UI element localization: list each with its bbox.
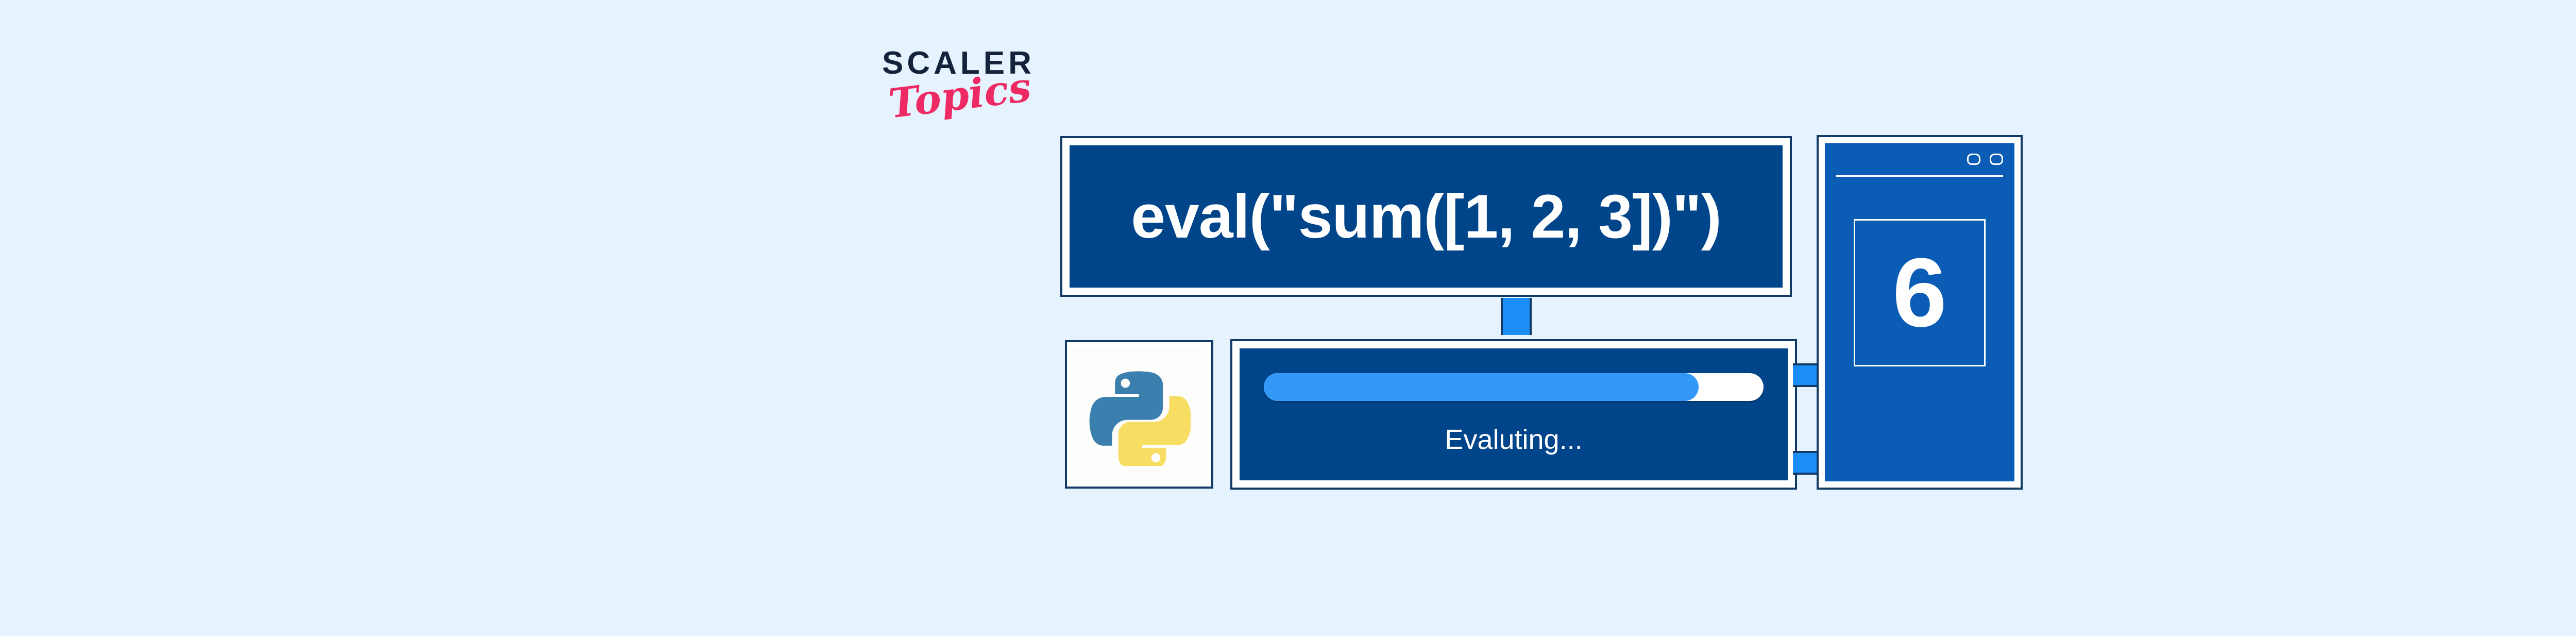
progress-status-label: Evaluting... bbox=[1445, 424, 1583, 455]
window-control-minimize-icon[interactable] bbox=[1967, 154, 1980, 165]
python-logo-icon bbox=[1089, 371, 1191, 466]
brand-wordmark: SCALER bbox=[882, 45, 1035, 81]
code-expression-text: eval("sum([1, 2, 3])") bbox=[1131, 182, 1721, 251]
result-value-text: 6 bbox=[1892, 238, 1947, 347]
result-value-frame: 6 bbox=[1854, 219, 1986, 366]
result-window-inner: 6 bbox=[1825, 143, 2014, 481]
window-control-maximize-icon[interactable] bbox=[1990, 154, 2003, 165]
progress-bar-fill bbox=[1264, 373, 1699, 401]
result-output-window: 6 bbox=[1817, 135, 2023, 490]
python-panel-inner bbox=[1072, 347, 1206, 481]
window-titlebar-divider bbox=[1836, 175, 2003, 177]
evaluation-progress-panel: Evaluting... bbox=[1230, 339, 1797, 490]
python-language-panel bbox=[1065, 340, 1213, 489]
code-panel-inner: eval("sum([1, 2, 3])") bbox=[1070, 145, 1783, 288]
window-titlebar bbox=[1825, 143, 2014, 175]
brand-logo: SCALER Topics bbox=[882, 47, 1067, 140]
code-expression-panel: eval("sum([1, 2, 3])") bbox=[1060, 136, 1792, 297]
progress-panel-inner: Evaluting... bbox=[1240, 348, 1788, 480]
connector-code-to-progress bbox=[1501, 298, 1532, 335]
progress-bar-track bbox=[1264, 373, 1764, 401]
